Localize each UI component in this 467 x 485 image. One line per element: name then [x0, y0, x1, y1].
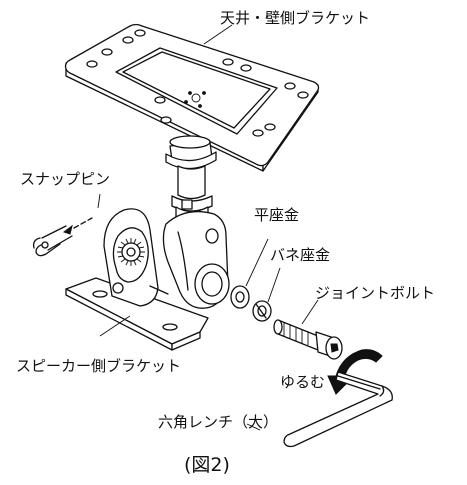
spring-washer: [252, 300, 272, 322]
label-flat-washer: 平座金: [254, 206, 300, 224]
joint-bolt: [273, 319, 343, 360]
leader-lines: [97, 24, 319, 431]
label-speaker-side-bracket: スピーカー側ブラケット: [16, 357, 182, 375]
mounting-holes: [86, 29, 309, 137]
knurl-ring: [117, 238, 145, 266]
label-loosen: ゆるむ: [280, 373, 326, 391]
loosen-arrow-icon: [327, 349, 383, 395]
label-hex-wrench-large: 六角レンチ（大）: [158, 413, 279, 431]
snap-pin: [32, 217, 93, 257]
label-joint-bolt: ジョイントボルト: [315, 284, 436, 302]
label-ceiling-wall-bracket: 天井・壁側ブラケット: [220, 9, 371, 27]
label-snap-pin: スナップピン: [20, 170, 111, 188]
ceiling-wall-bracket: [64, 23, 320, 172]
hex-wrench: [283, 371, 393, 448]
label-spring-washer: バネ座金: [270, 246, 331, 264]
figure-caption: (図2): [184, 454, 230, 476]
speaker-side-bracket: [65, 208, 209, 351]
flat-washer: [230, 285, 250, 309]
swivel-column: [162, 135, 230, 309]
